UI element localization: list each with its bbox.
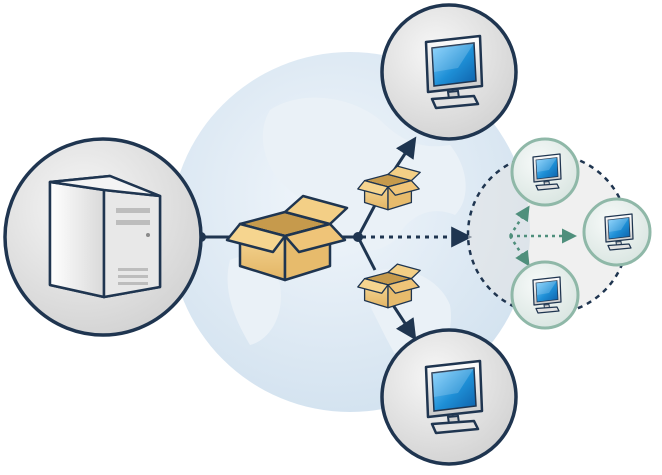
server-tower-icon — [48, 174, 162, 299]
peer-group-dashed-ring — [468, 154, 628, 314]
peer-right-node[interactable] — [582, 197, 652, 267]
client-top-node[interactable] — [380, 3, 518, 141]
peer-bottom-node[interactable] — [510, 260, 580, 330]
server-node[interactable] — [3, 137, 203, 337]
hub-to-upper-package-line — [356, 204, 377, 238]
hub-junction-dot — [353, 232, 363, 242]
client-bottom-node[interactable] — [380, 328, 518, 466]
lower-package-to-client-arrow — [391, 304, 417, 341]
peer-arrow-top — [508, 205, 530, 237]
globe-background — [170, 52, 530, 412]
peer-arrow-bottom — [508, 235, 530, 267]
peer-group — [466, 137, 652, 330]
peer-top-node[interactable] — [510, 137, 580, 207]
hub-to-lower-package-line — [356, 236, 377, 271]
